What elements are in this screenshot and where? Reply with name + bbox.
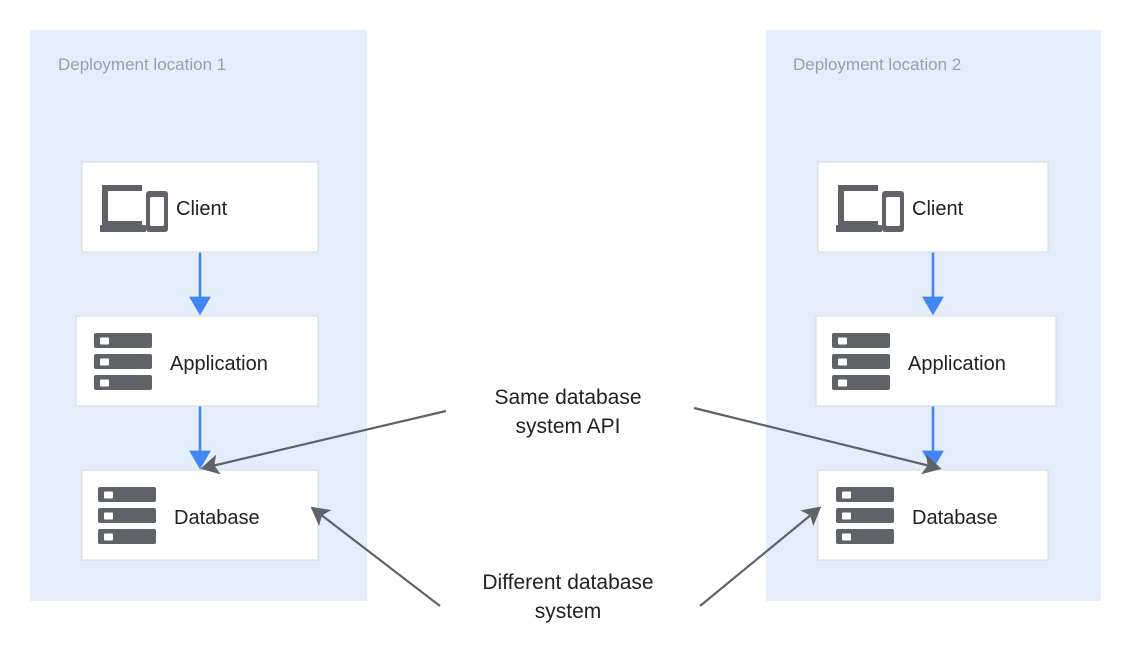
- annotation-line-1: Different database: [482, 571, 653, 594]
- node-label: Client: [912, 198, 964, 220]
- annotation-leader-same-api-right: [693, 406, 942, 475]
- node-application-2[interactable]: Application: [815, 315, 1057, 407]
- node-client-2[interactable]: Client: [817, 161, 1049, 253]
- node-client-1[interactable]: Client: [81, 161, 319, 253]
- annotation-line-2: system API: [515, 415, 620, 438]
- annotation-leader-different-right: [699, 506, 822, 607]
- node-database-2[interactable]: Database: [817, 469, 1049, 561]
- annotation-leader-different-left: [310, 506, 441, 607]
- server-stack-icon: [832, 333, 890, 390]
- node-application-1[interactable]: Application: [75, 315, 319, 407]
- annotation-line-2: system: [535, 600, 602, 623]
- node-box: [81, 161, 319, 253]
- server-stack-icon: [94, 333, 152, 390]
- annotation-line-1: Same database: [494, 386, 641, 409]
- node-box: [817, 161, 1049, 253]
- node-label: Application: [908, 353, 1006, 375]
- node-label: Client: [176, 198, 228, 220]
- node-label: Database: [912, 507, 998, 529]
- node-database-1[interactable]: Database: [81, 469, 319, 561]
- zone-title: Deployment location 1: [58, 55, 226, 74]
- node-label: Application: [170, 353, 268, 375]
- server-stack-icon: [836, 487, 894, 544]
- annotation-same-database-system-api: Same database system API: [494, 386, 641, 438]
- server-stack-icon: [98, 487, 156, 544]
- node-label: Database: [174, 507, 260, 529]
- zone-title: Deployment location 2: [793, 55, 961, 74]
- annotation-leader-same-api-left: [200, 409, 447, 475]
- annotation-different-database-system: Different database system: [482, 571, 653, 623]
